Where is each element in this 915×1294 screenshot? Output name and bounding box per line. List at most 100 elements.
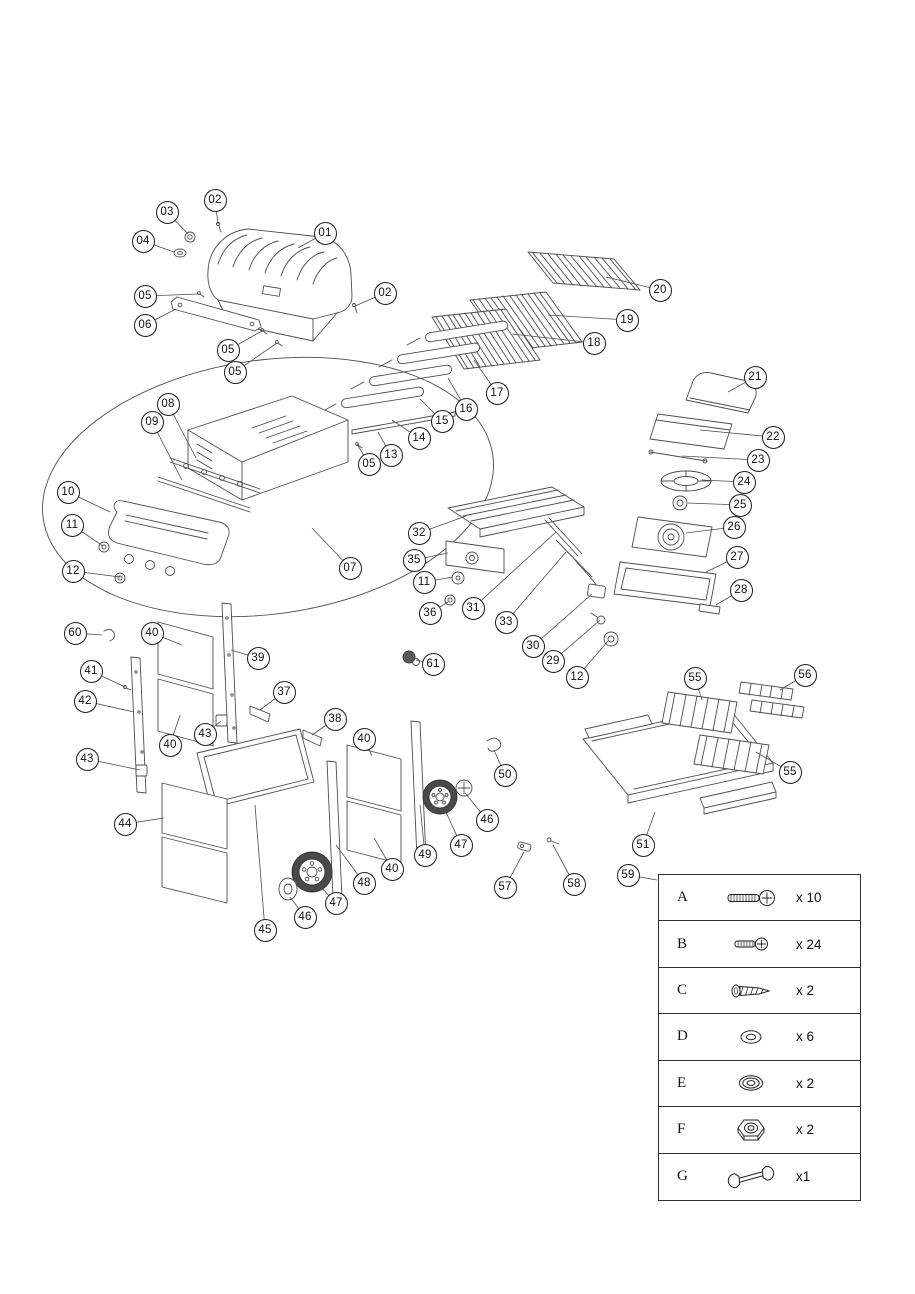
leader-line-19 [547,314,628,321]
round-head-bolt-icon [705,888,796,908]
leader-line-11 [423,576,454,583]
leader-line-20 [605,276,661,291]
leader-line-22 [699,429,774,438]
leader-line-11 [71,524,104,547]
leader-line-05 [144,293,200,297]
side-shelf-drawing [402,486,619,666]
leader-line-33 [505,551,567,623]
leader-line-28 [715,589,742,606]
leader-line-03 [166,211,189,235]
leader-line-40 [151,632,183,646]
leader-line-44 [124,817,165,825]
leader-line-57 [504,851,525,888]
leader-line-55 [694,677,703,701]
leader-line-40 [169,714,181,746]
leader-line-47 [444,809,462,846]
leader-line-07 [311,527,351,569]
leader-line-12 [576,640,609,678]
cart-drawing [103,602,560,904]
open-end-wrench-icon [705,1165,796,1189]
leader-line-50 [493,749,506,776]
leader-line-14 [391,419,420,439]
leader-line-48 [335,844,365,884]
leader-line-43 [86,758,141,771]
leader-line-13 [377,431,392,456]
leader-line-04 [142,240,175,253]
leader-line-35 [413,552,449,561]
small-washer-icon [705,1028,796,1046]
leader-line-05 [227,330,263,351]
lid-drawing [170,222,358,347]
leader-line-40 [373,837,393,870]
burners-drawing [322,320,509,449]
leader-line-10 [67,491,111,513]
hardware-letter: E [677,1074,687,1091]
leader-line-05 [356,443,370,465]
leader-line-46 [464,792,488,821]
hardware-qty: x 2 [796,1075,815,1091]
leader-line-40 [363,738,373,757]
short-bolt-icon [705,935,796,953]
leader-line-56 [779,674,806,691]
hardware-letter: B [677,935,688,952]
leader-line-29 [552,619,601,662]
hardware-letter: F [677,1121,686,1138]
leader-line-08 [167,403,197,459]
leader-line-51 [642,811,656,846]
leader-line-43 [204,720,222,735]
large-washer-icon [705,1073,796,1093]
hardware-letter: A [677,889,688,906]
leader-line-02 [354,292,386,307]
hardware-qty: x 2 [796,983,815,999]
leader-line-60 [74,632,103,636]
leader-line-09 [151,421,183,481]
firebox-detail-drawing [42,356,494,618]
leader-line-30 [532,593,593,647]
warming-rack-drawing [527,251,641,291]
leader-line-46 [289,896,306,918]
leader-line-45 [254,804,266,931]
leader-line-39 [230,649,259,659]
leader-line-06 [144,308,177,326]
leader-line-21 [727,376,756,393]
leader-line-41 [90,670,126,688]
leader-line-26 [685,526,735,534]
leader-line-12 [72,570,121,578]
leader-line-17 [473,359,498,394]
hardware-qty: x 10 [796,890,822,906]
leader-line-49 [419,804,426,856]
hardware-qty: x 24 [796,936,822,952]
leader-line-61 [415,659,434,665]
hardware-letter: C [677,982,688,999]
leader-line-37 [259,691,285,711]
leader-line-36 [429,601,449,614]
side-burner-drawing [613,372,757,615]
leader-line-32 [418,515,467,534]
leader-line-24 [701,479,745,483]
self-tapping-screw-icon [705,982,796,1000]
hardware-letter: G [677,1168,688,1185]
hardware-letter: D [677,1028,688,1045]
hardware-qty: x 6 [796,1029,815,1045]
leader-line-23 [681,455,759,461]
leader-line-31 [472,531,557,609]
leader-line-02 [214,199,219,225]
leader-line-42 [84,700,135,713]
leader-line-15 [419,398,443,422]
leader-line-55 [755,751,791,773]
leader-line-16 [447,377,467,410]
hardware-qty: x1 [796,1169,811,1185]
leader-line-18 [511,333,595,344]
flange-nut-icon [705,1117,796,1143]
leader-line-27 [705,556,738,573]
leader-line-01 [297,232,326,249]
